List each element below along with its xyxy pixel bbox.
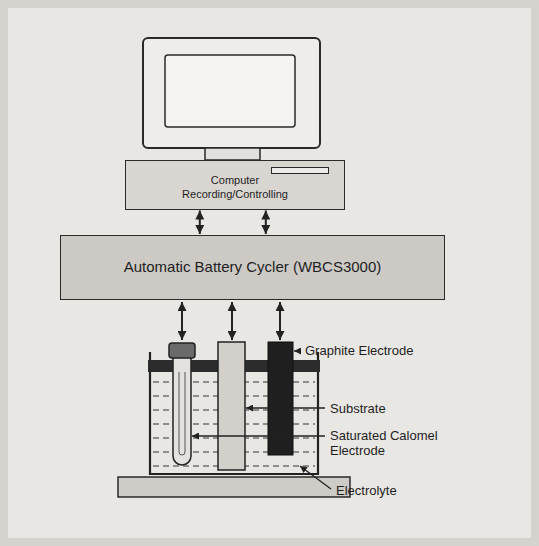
monitor-screen (165, 55, 295, 127)
monitor-case (143, 38, 320, 148)
leader-lines (192, 351, 331, 489)
cycler-box: Automatic Battery Cycler (WBCS3000) (60, 235, 445, 300)
box-label: Computer Recording/Controlling (160, 174, 310, 202)
monitor (143, 38, 320, 160)
monitor-stand (205, 148, 260, 160)
double-arrow (265, 211, 267, 235)
part-label: Graphite Electrode (305, 343, 435, 358)
substrate-electrode (218, 342, 245, 470)
graphite-electrode (268, 342, 293, 455)
lead-arrow (181, 302, 183, 340)
base-plate (118, 477, 350, 497)
lead-arrow (279, 302, 281, 340)
computer-box: Computer Recording/Controlling (125, 160, 345, 210)
part-label: Saturated Calomel Electrode (330, 428, 452, 458)
part-label: Substrate (330, 401, 430, 416)
calomel-electrode (169, 343, 195, 465)
disk-slot (271, 167, 329, 174)
lead-arrow (231, 302, 233, 340)
cell-leads (182, 302, 280, 340)
box-label: Automatic Battery Cycler (WBCS3000) (124, 258, 382, 277)
double-arrow (199, 211, 201, 235)
part-label: Electrolyte (336, 483, 436, 498)
